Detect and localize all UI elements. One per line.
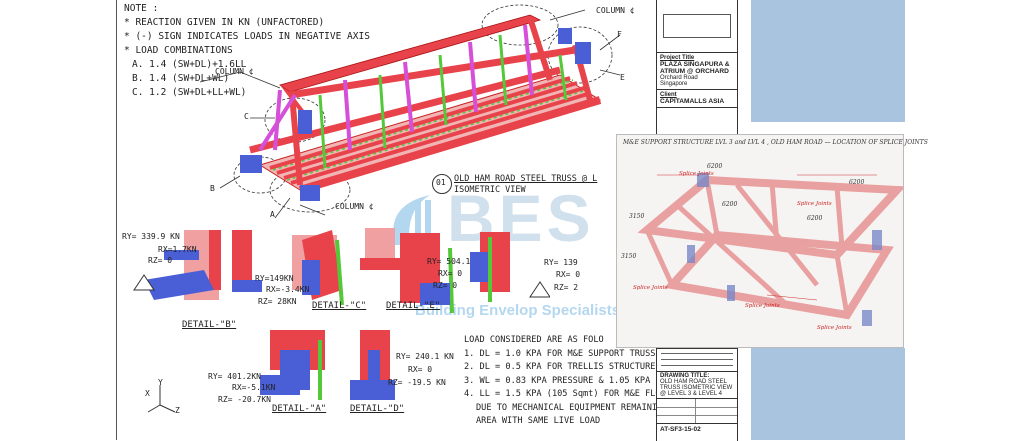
sketch-truss-drawing xyxy=(637,173,903,326)
client-name: CAPITAMALLS ASIA xyxy=(660,98,725,105)
project-address-2: Singapore xyxy=(660,81,688,87)
project-line-2: ATRIUM @ ORCHARD xyxy=(660,68,729,75)
marker-f: F xyxy=(617,30,622,39)
sketch-callout: Splice Joints xyxy=(817,325,852,331)
notes-block: NOTE : * REACTION GIVEN IN KN (UNFACTORE… xyxy=(124,2,370,100)
sketch-dim: 3150 xyxy=(621,253,637,260)
sketch-dim: 6200 xyxy=(707,163,723,170)
drawing-title-line-3: @ LEVEL 3 & LEVEL 4 xyxy=(660,391,723,397)
watermark-letters: BES xyxy=(447,181,595,255)
load-item: 3. WL = 0.83 KPA PRESSURE & 1.05 KPA SUC… xyxy=(464,375,692,386)
detail-e-ry: RY= 504.1 KN xyxy=(427,257,485,266)
detail-f-graphic xyxy=(470,232,550,302)
sketch-dim: 3150 xyxy=(629,213,645,220)
sidebar-blue-top xyxy=(751,0,905,122)
load-item: 2. DL = 0.5 KPA FOR TRELLIS STRUCTURE xyxy=(464,362,656,372)
view-number: 01 xyxy=(436,178,446,187)
detail-f-rz: RZ= 2 xyxy=(554,283,579,292)
axis-x-label: X xyxy=(145,389,150,398)
detail-c-rx: RX=-3.4KN xyxy=(266,285,310,294)
load-combo: A. 1.4 (SW+DL)+1.6LL xyxy=(132,59,247,70)
client-label: Client xyxy=(660,92,677,98)
detail-d-rz: RZ= -19.5 KN xyxy=(388,378,446,387)
project-address-1: Orchard Road xyxy=(660,75,698,81)
detail-b-rz: RZ= 0 xyxy=(148,256,173,265)
watermark-tagline: Building Envelop Specialists xyxy=(415,302,621,319)
detail-e-name: DETAIL-"E" xyxy=(386,301,441,311)
sketch-dim: 6200 xyxy=(807,215,823,222)
sketch-header: M&E SUPPORT STRUCTURE LVL 3 and LVL 4 , … xyxy=(623,139,928,146)
detail-b-graphic xyxy=(133,230,221,300)
sketch-callout: Splice Joints xyxy=(679,171,714,177)
marker-a: A xyxy=(270,210,275,219)
detail-d-graphic xyxy=(350,330,395,400)
note-item: * (-) SIGN INDICATES LOADS IN NEGATIVE A… xyxy=(124,31,370,42)
detail-a-rz: RZ= -20.7KN xyxy=(218,395,271,404)
detail-f-ry: RY= 139 xyxy=(544,258,578,267)
column-label-bottom: COLUMN ¢ xyxy=(335,202,374,211)
axis-z-label: Z xyxy=(175,406,180,415)
load-combo: B. 1.4 (SW+DL+WL) xyxy=(132,73,230,84)
detail-f-rx: RX= 0 xyxy=(556,270,581,279)
marker-e: E xyxy=(620,73,625,82)
project-title-label: Project Title xyxy=(660,55,695,61)
detail-d-ry: RY= 240.1 KN xyxy=(396,352,454,361)
view-title-line-1: OLD HAM ROAD STEEL TRUSS @ L xyxy=(454,174,598,184)
drawing-title-block: DRAWING TITLE: OLD HAM ROAD STEEL TRUSS … xyxy=(656,348,738,441)
load-item: 4. LL = 1.5 KPA (105 Sqmt) FOR M&E FLOOR xyxy=(464,389,671,399)
drawing-title-line-2: TRUSS ISOMETRIC VIEW xyxy=(660,385,733,391)
truss-isometric-drawing xyxy=(199,4,621,219)
detail-a-rx: RX=-5.1KN xyxy=(232,383,276,392)
drawing-number: AT-SF3-15-02 xyxy=(660,426,701,433)
column-label-left: COLUMN ¢ xyxy=(215,67,254,76)
splice-joint-sketch: M&E SUPPORT STRUCTURE LVL 3 and LVL 4 , … xyxy=(616,134,928,348)
detail-a-graphic xyxy=(260,330,325,400)
sketch-callout: Splice Joints xyxy=(797,201,832,207)
detail-c-graphic xyxy=(232,230,344,306)
detail-d-rx: RX= 0 xyxy=(408,365,433,374)
view-number-circle: 01 xyxy=(432,174,452,194)
marker-b: B xyxy=(210,184,215,193)
title-legend-box xyxy=(657,0,737,53)
note-item: * LOAD COMBINATIONS xyxy=(124,45,233,56)
note-item: * REACTION GIVEN IN KN (UNFACTORED) xyxy=(124,17,325,28)
sketch-callout: Splice Joints xyxy=(633,285,668,291)
detail-c-rz: RZ= 28KN xyxy=(258,297,297,306)
load-tail: AREA WITH SAME LIVE LOAD xyxy=(476,416,601,426)
axes-triad-icon xyxy=(147,385,176,413)
project-line-1: PLAZA SINGAPURA & xyxy=(660,61,730,68)
detail-e-rx: RX= 0 xyxy=(438,269,463,278)
load-item: 1. DL = 1.0 KPA FOR M&E SUPPORT TRUSS xyxy=(464,348,656,359)
sketch-callout: Splice Joints xyxy=(745,303,780,309)
view-title: OLD HAM ROAD STEEL TRUSS @ L ISOMETRIC V… xyxy=(454,174,597,196)
detail-e-graphic xyxy=(360,228,454,314)
column-label-top-right: COLUMN ¢ xyxy=(596,6,635,15)
notes-heading: NOTE : xyxy=(124,3,159,14)
sheet-border-left xyxy=(116,0,117,440)
detail-e-rz: RZ= 0 xyxy=(433,281,458,290)
sidebar-blue-bottom xyxy=(751,348,905,440)
detail-b-rx: RX=1.7KN xyxy=(158,245,197,254)
load-combo: C. 1.2 (SW+DL+LL+WL) xyxy=(132,87,247,98)
detail-b-name: DETAIL-"B" xyxy=(182,320,237,330)
load-tail: DUE TO MECHANICAL EQUIPMENT REMAINING xyxy=(476,402,668,413)
detail-d-name: DETAIL-"D" xyxy=(350,404,405,414)
sketch-dim: 6200 xyxy=(722,201,738,208)
axis-y-label: Y xyxy=(158,378,163,387)
detail-c-ry: RY=149KN xyxy=(255,274,294,283)
watermark-swoosh xyxy=(393,195,431,250)
detail-b-ry: RY= 339.9 KN xyxy=(122,232,180,241)
drawing-title-line-1: OLD HAM ROAD STEEL xyxy=(660,379,728,385)
detail-a-ry: RY= 401.2KN xyxy=(208,372,261,381)
marker-c: C xyxy=(244,112,249,121)
loads-heading: LOAD CONSIDERED ARE AS FOLO xyxy=(464,335,604,345)
detail-a-name: DETAIL-"A" xyxy=(272,404,327,414)
sketch-dim: 6200 xyxy=(849,179,865,186)
detail-c-name: DETAIL-"C" xyxy=(312,301,367,311)
view-title-line-2: ISOMETRIC VIEW xyxy=(454,185,526,195)
loads-block: LOAD CONSIDERED ARE AS FOLO 1. DL = 1.0 … xyxy=(464,334,692,429)
drawing-title-label: DRAWING TITLE: xyxy=(660,373,710,379)
